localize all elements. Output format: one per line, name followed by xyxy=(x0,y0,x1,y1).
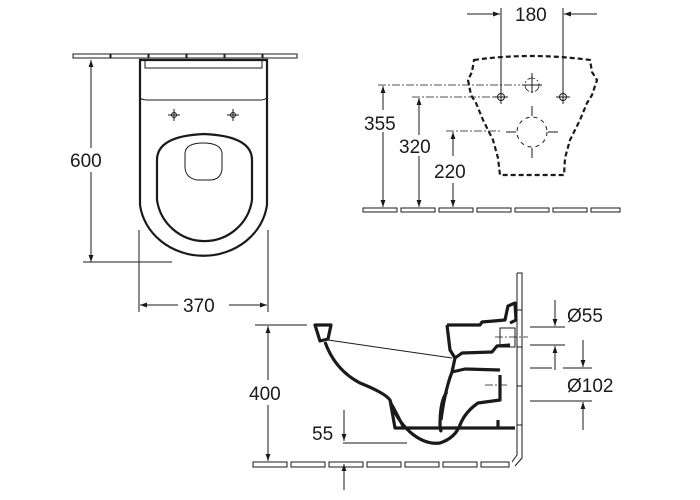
floor-strip-side xyxy=(252,461,510,468)
wall-joints xyxy=(517,309,522,426)
seat-opening xyxy=(155,132,254,243)
mounting-holes xyxy=(494,73,570,158)
depth-dimension: 600 xyxy=(70,151,102,172)
bowl-outline-dashed xyxy=(466,54,599,177)
top-view: 600 370 xyxy=(70,53,298,317)
floor-strip-rear xyxy=(362,207,621,213)
bowl-rim xyxy=(313,323,333,343)
spacing-dimension: 180 xyxy=(515,5,547,26)
inlet-dimension: Ø55 xyxy=(567,306,603,327)
bowl-outline xyxy=(138,58,269,257)
seat-fixing-holes xyxy=(168,109,239,121)
cistern-edge xyxy=(139,60,268,101)
inlet-pipe xyxy=(499,327,516,348)
wall-strip xyxy=(72,53,298,59)
wall-section xyxy=(511,272,523,467)
rear-view: 180 355 320 220 xyxy=(362,5,621,213)
side-view: 400 55 Ø55 Ø102 xyxy=(249,272,613,490)
bowl-section xyxy=(323,301,518,445)
outlet-dimension: Ø102 xyxy=(567,376,613,397)
height-dimension-320: 320 xyxy=(399,137,431,158)
height-dimension-355: 355 xyxy=(364,114,396,135)
lid-bumper xyxy=(184,142,223,181)
height-dimension-400: 400 xyxy=(249,384,281,405)
bottom-dimension-55: 55 xyxy=(312,424,333,445)
height-dimension-220: 220 xyxy=(434,162,466,183)
width-dimension: 370 xyxy=(183,296,215,317)
